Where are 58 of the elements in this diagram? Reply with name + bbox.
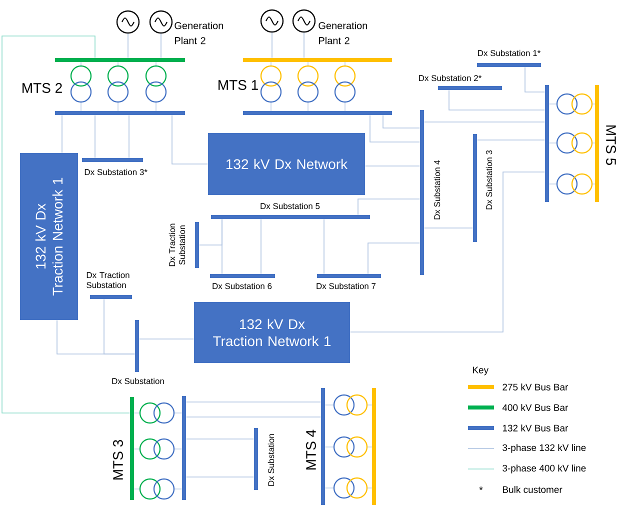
generator-symbol	[116, 10, 140, 34]
legend-text: 275 kV Bus Bar	[502, 384, 568, 390]
bus-label: Dx Substation 7	[316, 282, 376, 290]
power-line	[186, 438, 254, 440]
network-box: 132 kV Dx Network	[208, 133, 365, 195]
bus-label: Dx Traction Substation	[168, 224, 186, 266]
generator-symbol	[260, 9, 284, 33]
station-label: MTS 5	[606, 126, 616, 165]
station-label: MTS 2	[22, 83, 62, 93]
power-line	[160, 33, 162, 58]
power-line	[350, 172, 546, 332]
power-line	[524, 66, 546, 92]
bus-label: Dx Traction Substation	[86, 272, 130, 288]
bus-bar	[243, 58, 392, 62]
power-line	[370, 114, 420, 142]
power-line	[94, 114, 96, 158]
legend-text: 3-phase 400 kV line	[502, 464, 586, 474]
power-line	[186, 476, 254, 478]
power-line	[2, 36, 130, 414]
bus-bar	[243, 111, 392, 115]
legend-text: 132 kV Bus Bar	[502, 424, 568, 432]
legend-text: 400 kV Bus Bar	[502, 404, 568, 411]
bus-bar	[55, 111, 185, 115]
plant-label: Generation Plant 2	[174, 22, 224, 44]
bus-label: Dx Substation 2*	[419, 74, 482, 82]
power-line	[186, 416, 322, 418]
power-line	[138, 338, 194, 340]
bus-label: Dx Substation 6	[212, 282, 272, 290]
bus-label: Dx Substation 5	[260, 202, 320, 210]
bus-label: Dx Substation 3	[486, 150, 492, 210]
power-line	[128, 114, 130, 158]
bus-label: Dx Substation 1*	[478, 50, 540, 56]
asterisk-symbol: *	[479, 486, 483, 490]
bus-label: Dx Substation 4	[434, 160, 440, 220]
station-label: MTS 3	[113, 440, 123, 480]
bus-bar	[372, 388, 376, 505]
bus-label: Dx Substation	[268, 434, 274, 486]
power-line	[172, 114, 208, 164]
bus-bar	[55, 58, 185, 62]
power-line	[448, 90, 546, 110]
legend-text: Bulk customer	[502, 486, 562, 493]
power-line	[358, 198, 420, 216]
power-line	[198, 218, 222, 246]
plant-label: Generation Plant 2	[318, 22, 368, 44]
bus-label: Dx Substation 3*	[84, 168, 148, 176]
bus-label: Dx Substation	[112, 378, 164, 384]
power-line	[104, 298, 136, 354]
power-line	[382, 114, 420, 128]
network-box: 132 kV Dx Traction Network 1	[194, 302, 350, 363]
station-label: MTS 4	[306, 430, 316, 470]
power-line	[260, 218, 262, 274]
legend-text: 3-phase 132 kV line	[502, 444, 586, 453]
station-label: MTS 1	[218, 80, 258, 90]
bus-bar	[182, 396, 186, 500]
key-title: Key	[472, 366, 489, 376]
bus-bar	[545, 85, 549, 202]
network-box: 132 kV Dx Traction Network 1	[20, 153, 78, 320]
power-line	[368, 242, 420, 274]
